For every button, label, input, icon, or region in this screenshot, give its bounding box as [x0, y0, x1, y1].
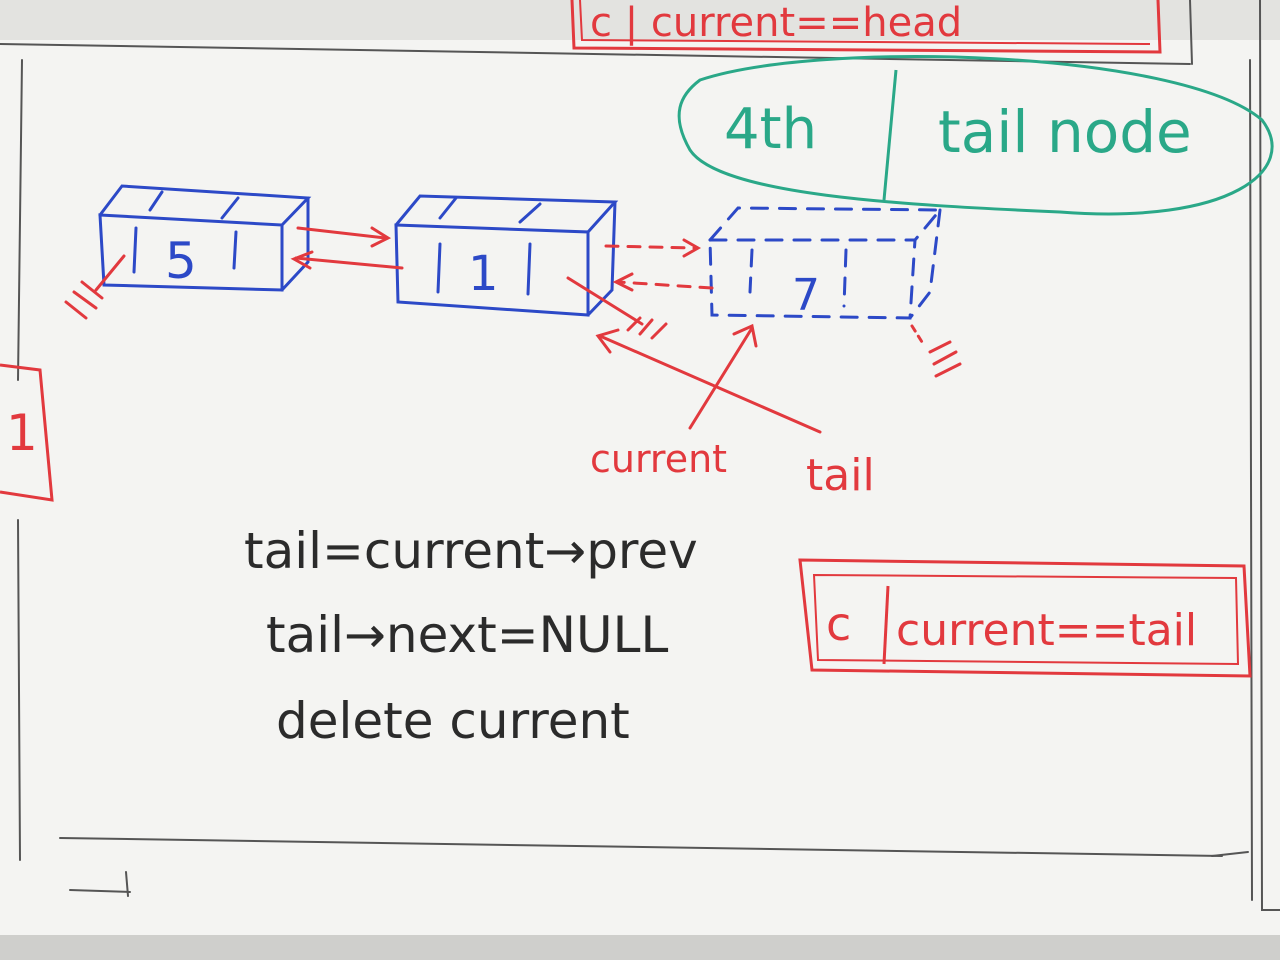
tail-pointer-label: tail: [806, 450, 875, 501]
node-2-value: 1: [468, 246, 499, 302]
node-3: [708, 206, 944, 320]
left-red-box: 1: [0, 363, 54, 502]
node-2: [394, 194, 619, 317]
top-condition-box: c | current==head: [570, 0, 1162, 54]
node-1-value: 5: [165, 232, 197, 290]
code-line-1: tail=current→prev: [244, 522, 698, 580]
condition-box: c current==tail: [798, 558, 1252, 678]
top-condition-text: c | current==head: [590, 0, 962, 46]
board-surface: [0, 40, 1280, 940]
pointer-arrows: [595, 323, 822, 434]
node-3-value: 7: [792, 270, 820, 321]
left-box-text: 1: [6, 404, 38, 462]
code-line-2: tail→next=NULL: [266, 606, 668, 664]
callout-position: 4th: [724, 97, 817, 162]
tail-node-callout: 4th tail node: [677, 55, 1274, 216]
node-1: [98, 184, 312, 292]
condition-text: current==tail: [896, 605, 1197, 656]
callout-label: tail node: [938, 98, 1192, 166]
board-tray: [0, 935, 1280, 960]
node-links: [290, 226, 714, 292]
code-line-3: delete current: [276, 692, 630, 750]
frame-lines: [0, 0, 1280, 911]
condition-prefix: c: [826, 597, 851, 651]
current-pointer-label: current: [590, 437, 727, 481]
null-markers: [64, 254, 962, 378]
